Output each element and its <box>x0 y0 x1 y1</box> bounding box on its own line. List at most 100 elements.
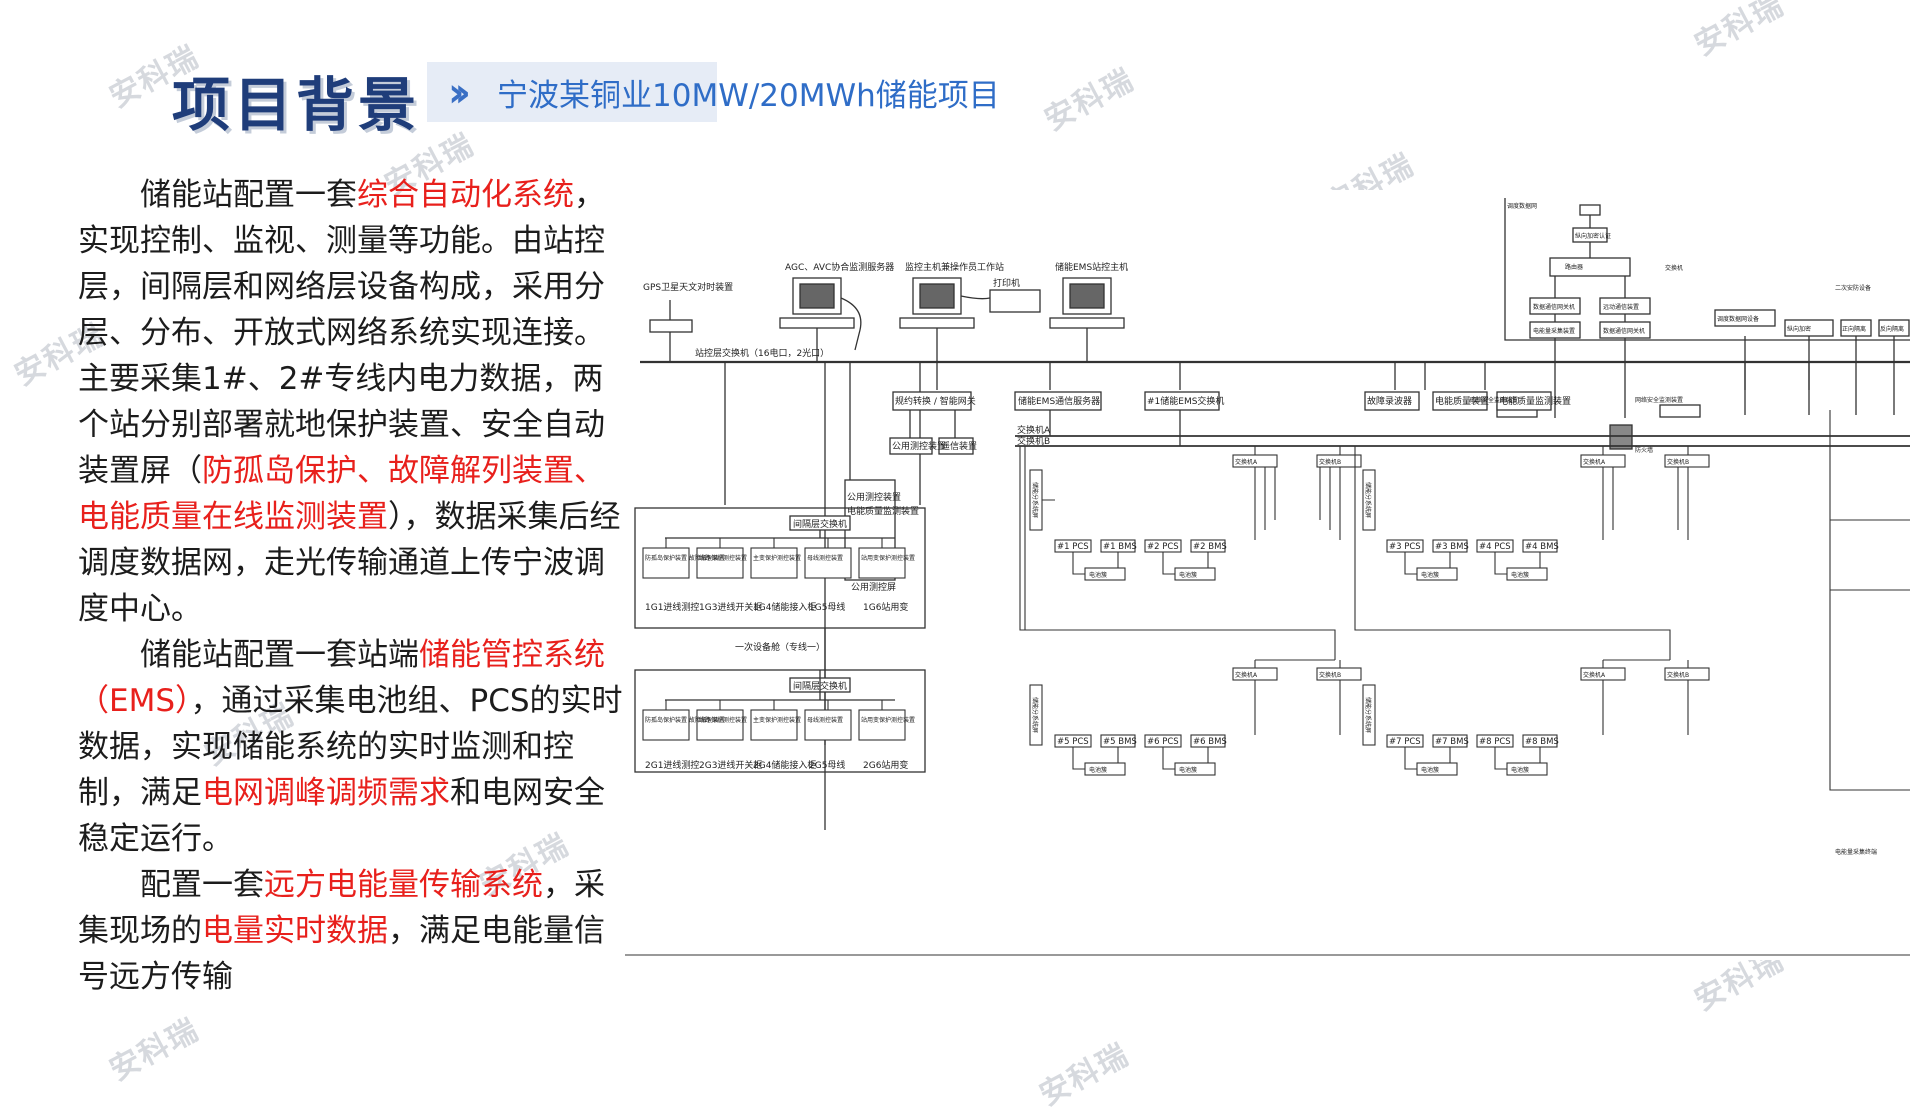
switch-label: 交换机A <box>1235 671 1258 679</box>
device-label: 母线测控装置 <box>807 554 843 562</box>
subtitle-banner <box>427 62 717 122</box>
pcs-label: #6 PCS <box>1147 737 1179 747</box>
bms-label: #5 BMS <box>1103 737 1137 747</box>
right-col-label: 纵向加密 <box>1787 325 1811 333</box>
switch-label: 交换机B <box>1319 458 1341 466</box>
right-col-label: 调度数据网设备 <box>1717 315 1759 323</box>
battery-label: 电池簇 <box>1089 571 1107 579</box>
bms-label: #3 BMS <box>1435 542 1469 552</box>
text-run: 和电网安全稳定运行。 <box>78 775 605 857</box>
top-label: 数据通信网关机 <box>1533 303 1575 311</box>
gps-label: GPS卫星天文对时装置 <box>643 281 733 293</box>
switch-label: 交换机B <box>1319 671 1341 679</box>
watermark: 安科瑞 <box>104 1012 206 1089</box>
bms-label: #7 BMS <box>1435 737 1469 747</box>
sub-box-label: 遥信装置 <box>941 440 977 452</box>
top-right-label: 防火墙 <box>1635 446 1653 454</box>
feeder-label: 2G1进线测控 <box>645 759 699 771</box>
battery-label: 电池簇 <box>1511 571 1529 579</box>
page-title: 项目背景 <box>172 71 421 139</box>
bms-label: #1 BMS <box>1103 542 1137 552</box>
battery-label: 电池簇 <box>1179 571 1197 579</box>
top-label: 远动通信装置 <box>1603 303 1639 311</box>
text-run: ，通过采集电池组、PCS的实时数据，实现储能系统的实时监测和控制，满足 <box>78 683 623 811</box>
paragraph-energy-metering: 配置一套远方电能量传输系统，采集现场的电量实时数据，满足电能量信号远方传输 <box>78 862 623 1000</box>
battery-label: 电池簇 <box>1421 766 1439 774</box>
feeder-label: 2G6站用变 <box>863 759 908 771</box>
right-box-label: 电能质量装置 <box>1435 395 1489 407</box>
double-chevron-icon: ›› <box>448 70 471 116</box>
highlight-text: 储能管控系统（EMS） <box>78 637 605 719</box>
feeder-label: 2G5母线 <box>809 759 845 771</box>
feeder-label: 2G4储能接入柜 <box>753 759 816 771</box>
pcs-label: #5 PCS <box>1057 737 1089 747</box>
text-run: 配置一套 <box>140 867 264 903</box>
bay-switch-label: 间隔层交换机 <box>793 518 847 530</box>
device-label: 站用变保护测控装置 <box>861 554 915 562</box>
battery-label: 电池簇 <box>1179 766 1197 774</box>
battery-label: 电池簇 <box>1511 766 1529 774</box>
feeder-label: 1G3进线开关柜 <box>699 601 762 613</box>
text-run: 储能站配置一套 <box>140 177 357 213</box>
device-label: 防孤岛保护装置 故障解列装置 <box>645 716 725 724</box>
bottom-right-label: 电能量采集终端 <box>1835 848 1877 856</box>
page-subtitle: 宁波某铜业10MW/20MWh储能项目 <box>497 78 1000 114</box>
device-label: 线路保护测控装置 <box>699 716 747 724</box>
mid-box-label: 储能EMS通信服务器 <box>1018 395 1100 407</box>
bay1-title: 一次设备舱（专线一） <box>735 641 825 653</box>
switch-label: 交换机A <box>1583 671 1606 679</box>
top-right-label: 网络安全监测装置 <box>1635 396 1683 404</box>
workstation-label: 监控主机兼操作员工作站 <box>905 261 1004 273</box>
sub-box-label: 公用测控装置 <box>892 440 946 452</box>
system-diagram-svg: AGC、AVC协合监测服务器 监控主机兼操作员工作站 储能EMS站控主机 GPS… <box>625 198 1910 956</box>
bus-label: 交换机A <box>1017 424 1051 436</box>
device-label: 站用变保护测控装置 <box>861 716 915 724</box>
workstation-label: AGC、AVC协合监测服务器 <box>785 261 894 273</box>
top-label: 数据通信网关机 <box>1603 327 1645 335</box>
device-label: 主变保护测控装置 <box>753 554 801 562</box>
right-box-label: 故障录波器 <box>1367 395 1412 407</box>
watermark: 安科瑞 <box>1039 62 1141 139</box>
device-label: 线路保护测控装置 <box>699 554 747 562</box>
switch-label: 交换机A <box>1583 458 1606 466</box>
pcs-label: #1 PCS <box>1057 542 1089 552</box>
switch-label: 交换机A <box>1235 458 1258 466</box>
switch-label: 交换机B <box>1667 458 1689 466</box>
public-box-label: 公用测控屏 <box>851 581 896 593</box>
highlight-text: 综合自动化系统 <box>357 177 574 213</box>
top-label: 电能量采集装置 <box>1533 327 1575 335</box>
top-right-label: 网络安全监测装置 <box>1470 396 1518 404</box>
pcs-label: #2 PCS <box>1147 542 1179 552</box>
right-col-label: 反向隔离 <box>1880 325 1904 333</box>
vertical-label: 储能分系统屏 <box>1031 697 1039 733</box>
feeder-label: 2G3进线开关柜 <box>699 759 762 771</box>
vertical-label: 储能分系统屏 <box>1364 697 1372 733</box>
device-label: 主变保护测控装置 <box>753 716 801 724</box>
pcs-label: #7 PCS <box>1389 737 1421 747</box>
workstation-label: 储能EMS站控主机 <box>1055 261 1128 273</box>
body-text: 储能站配置一套综合自动化系统，实现控制、监视、测量等功能。由站控层，间隔层和网络… <box>78 172 623 1000</box>
top-right-label: 二次安防设备 <box>1835 284 1871 292</box>
top-label: 调度数据网 <box>1507 202 1537 210</box>
bms-label: #8 BMS <box>1525 737 1559 747</box>
text-run: ，采集现场的 <box>78 867 605 949</box>
bms-label: #2 BMS <box>1193 542 1227 552</box>
text-run: 储能站配置一套站端 <box>140 637 419 673</box>
switch-label: 交换机B <box>1667 671 1689 679</box>
device-label: 母线测控装置 <box>807 716 843 724</box>
mid-box-label: #1储能EMS交换机 <box>1147 395 1224 407</box>
mid-box-label: 规约转换 / 智能网关 <box>895 395 976 407</box>
pcs-label: #8 PCS <box>1479 737 1511 747</box>
bus-label: 交换机B <box>1017 435 1050 447</box>
pcs-label: #4 PCS <box>1479 542 1511 552</box>
right-box-label: 电能质量监测装置 <box>1499 395 1571 407</box>
top-label: 纵向加密认证 <box>1575 232 1611 240</box>
battery-label: 电池簇 <box>1089 766 1107 774</box>
public-box-label: 电能质量监测装置 <box>847 505 919 517</box>
bms-label: #6 BMS <box>1193 737 1227 747</box>
paragraph-integrated-automation: 储能站配置一套综合自动化系统，实现控制、监视、测量等功能。由站控层，间隔层和网络… <box>78 172 623 632</box>
text-run: ，满足电能量信号远方传输 <box>78 913 605 995</box>
top-label: 路由器 <box>1565 263 1583 271</box>
text-run: ，实现控制、监视、测量等功能。由站控层，间隔层和网络层设备构成，采用分层、分布、… <box>78 177 605 489</box>
vertical-label: 储能分系统屏 <box>1031 482 1039 518</box>
